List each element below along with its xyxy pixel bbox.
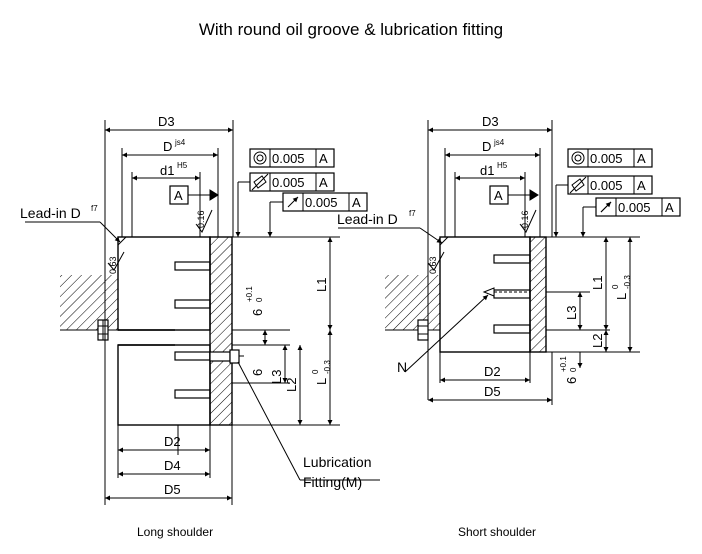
fitting-label: Fitting(M): [303, 474, 362, 490]
dim-D: D: [163, 139, 172, 154]
tol-cylindricity: 0.005: [272, 175, 305, 190]
tol-cylindricity-short: 0.005: [590, 178, 623, 193]
dim-D3-short: D3: [482, 114, 499, 129]
lead-in-sup-short: f7: [409, 209, 416, 218]
roughness-063: 0.63: [108, 256, 118, 274]
dim-L-sub: -0.3: [323, 360, 332, 374]
bushing-upper: [117, 236, 211, 331]
page-title: With round oil groove & lubrication fitt…: [198, 20, 504, 39]
long-shoulder-view: [25, 120, 380, 505]
dim-D2: D2: [164, 434, 181, 449]
caption-long-shoulder: Long shoulder: [137, 525, 214, 539]
dim-d1-sup: H5: [177, 161, 188, 170]
dim-L1: L1: [314, 278, 329, 292]
dim-D-sup-short: js4: [493, 138, 505, 147]
dim-L-short: L: [614, 293, 629, 300]
dim-D4: D4: [164, 458, 181, 473]
tol-concentricity-datum-short: A: [637, 151, 646, 166]
lead-in-label: Lead-in D: [20, 205, 81, 221]
bushing-lower: [117, 344, 211, 426]
lead-in-sup: f7: [91, 204, 98, 213]
dim-L-sub-short: -0.3: [623, 275, 632, 289]
datum-A-short: A: [494, 188, 503, 203]
tol-runout-datum: A: [352, 195, 361, 210]
caption-short-shoulder: Short shoulder: [458, 525, 537, 539]
housing-hatch: [60, 275, 118, 330]
dim-D5-short: D5: [484, 384, 501, 399]
dim-D5: D5: [164, 482, 181, 497]
label-N: N: [397, 359, 407, 375]
dim-D-sup: js4: [174, 138, 186, 147]
shoulder-hatch: [209, 236, 233, 426]
lead-in-label-short: Lead-in D: [337, 211, 398, 227]
roughness-063-short: 0.63: [428, 256, 438, 274]
bushing-short: [439, 236, 531, 353]
tol-cylindricity-datum: A: [319, 175, 328, 190]
dim-L1-short: L1: [590, 276, 605, 290]
shoulder-short-hatch: [529, 236, 547, 353]
runout-icon-short: [600, 201, 612, 213]
dim-L2-short: L2: [590, 334, 605, 348]
dim-D3: D3: [158, 114, 175, 129]
short-shoulder-view: [338, 120, 681, 405]
dim-L3-short: L3: [564, 306, 579, 320]
tol-runout-short: 0.005: [618, 200, 651, 215]
dim-d1-short: d1: [480, 163, 494, 178]
dim-6-side: 6: [250, 369, 265, 376]
labels-long: D3 D js4 d1 H5 A 0.005 A 0.005 A 0.005 A…: [20, 114, 372, 497]
housing-hatch-short: [385, 275, 440, 330]
lubrication-label: Lubrication: [303, 454, 372, 470]
dim-6-top: 6: [250, 309, 265, 316]
dim-L-sup: 0: [311, 369, 320, 374]
dim-6-sub-short: 0: [569, 367, 578, 372]
roughness-016-short: 0.16: [520, 210, 530, 228]
labels-short: D3 D js4 d1 H5 A 0.005 A 0.005 A 0.005 A…: [337, 114, 674, 399]
tolerance-frame-concentricity: [249, 148, 335, 168]
tol-runout: 0.005: [305, 195, 338, 210]
gdt-glyphs: [251, 173, 612, 213]
dim-D-short: D: [482, 139, 491, 154]
tol-runout-datum-short: A: [665, 200, 674, 215]
datum-A: A: [174, 188, 183, 203]
dim-D2-short: D2: [484, 364, 501, 379]
tol-concentricity: 0.005: [272, 151, 305, 166]
dim-L2: L2: [284, 378, 299, 392]
dim-6-top-sub: 0: [255, 297, 264, 302]
dim-L: L: [314, 378, 329, 385]
dim-6-sup-short: +0.1: [559, 356, 568, 372]
lubrication-fitting: [209, 351, 231, 362]
tol-cylindricity-datum-short: A: [637, 178, 646, 193]
dim-d1-sup-short: H5: [497, 161, 508, 170]
dim-L-sup-short: 0: [611, 284, 620, 289]
dim-L3: L3: [269, 370, 284, 384]
dim-6-top-sup: +0.1: [245, 286, 254, 302]
roughness-016: 0.16: [196, 210, 206, 228]
dim-6-short: 6: [564, 377, 579, 384]
tol-concentricity-datum: A: [319, 151, 328, 166]
tol-concentricity-short: 0.005: [590, 151, 623, 166]
dim-d1: d1: [160, 163, 174, 178]
